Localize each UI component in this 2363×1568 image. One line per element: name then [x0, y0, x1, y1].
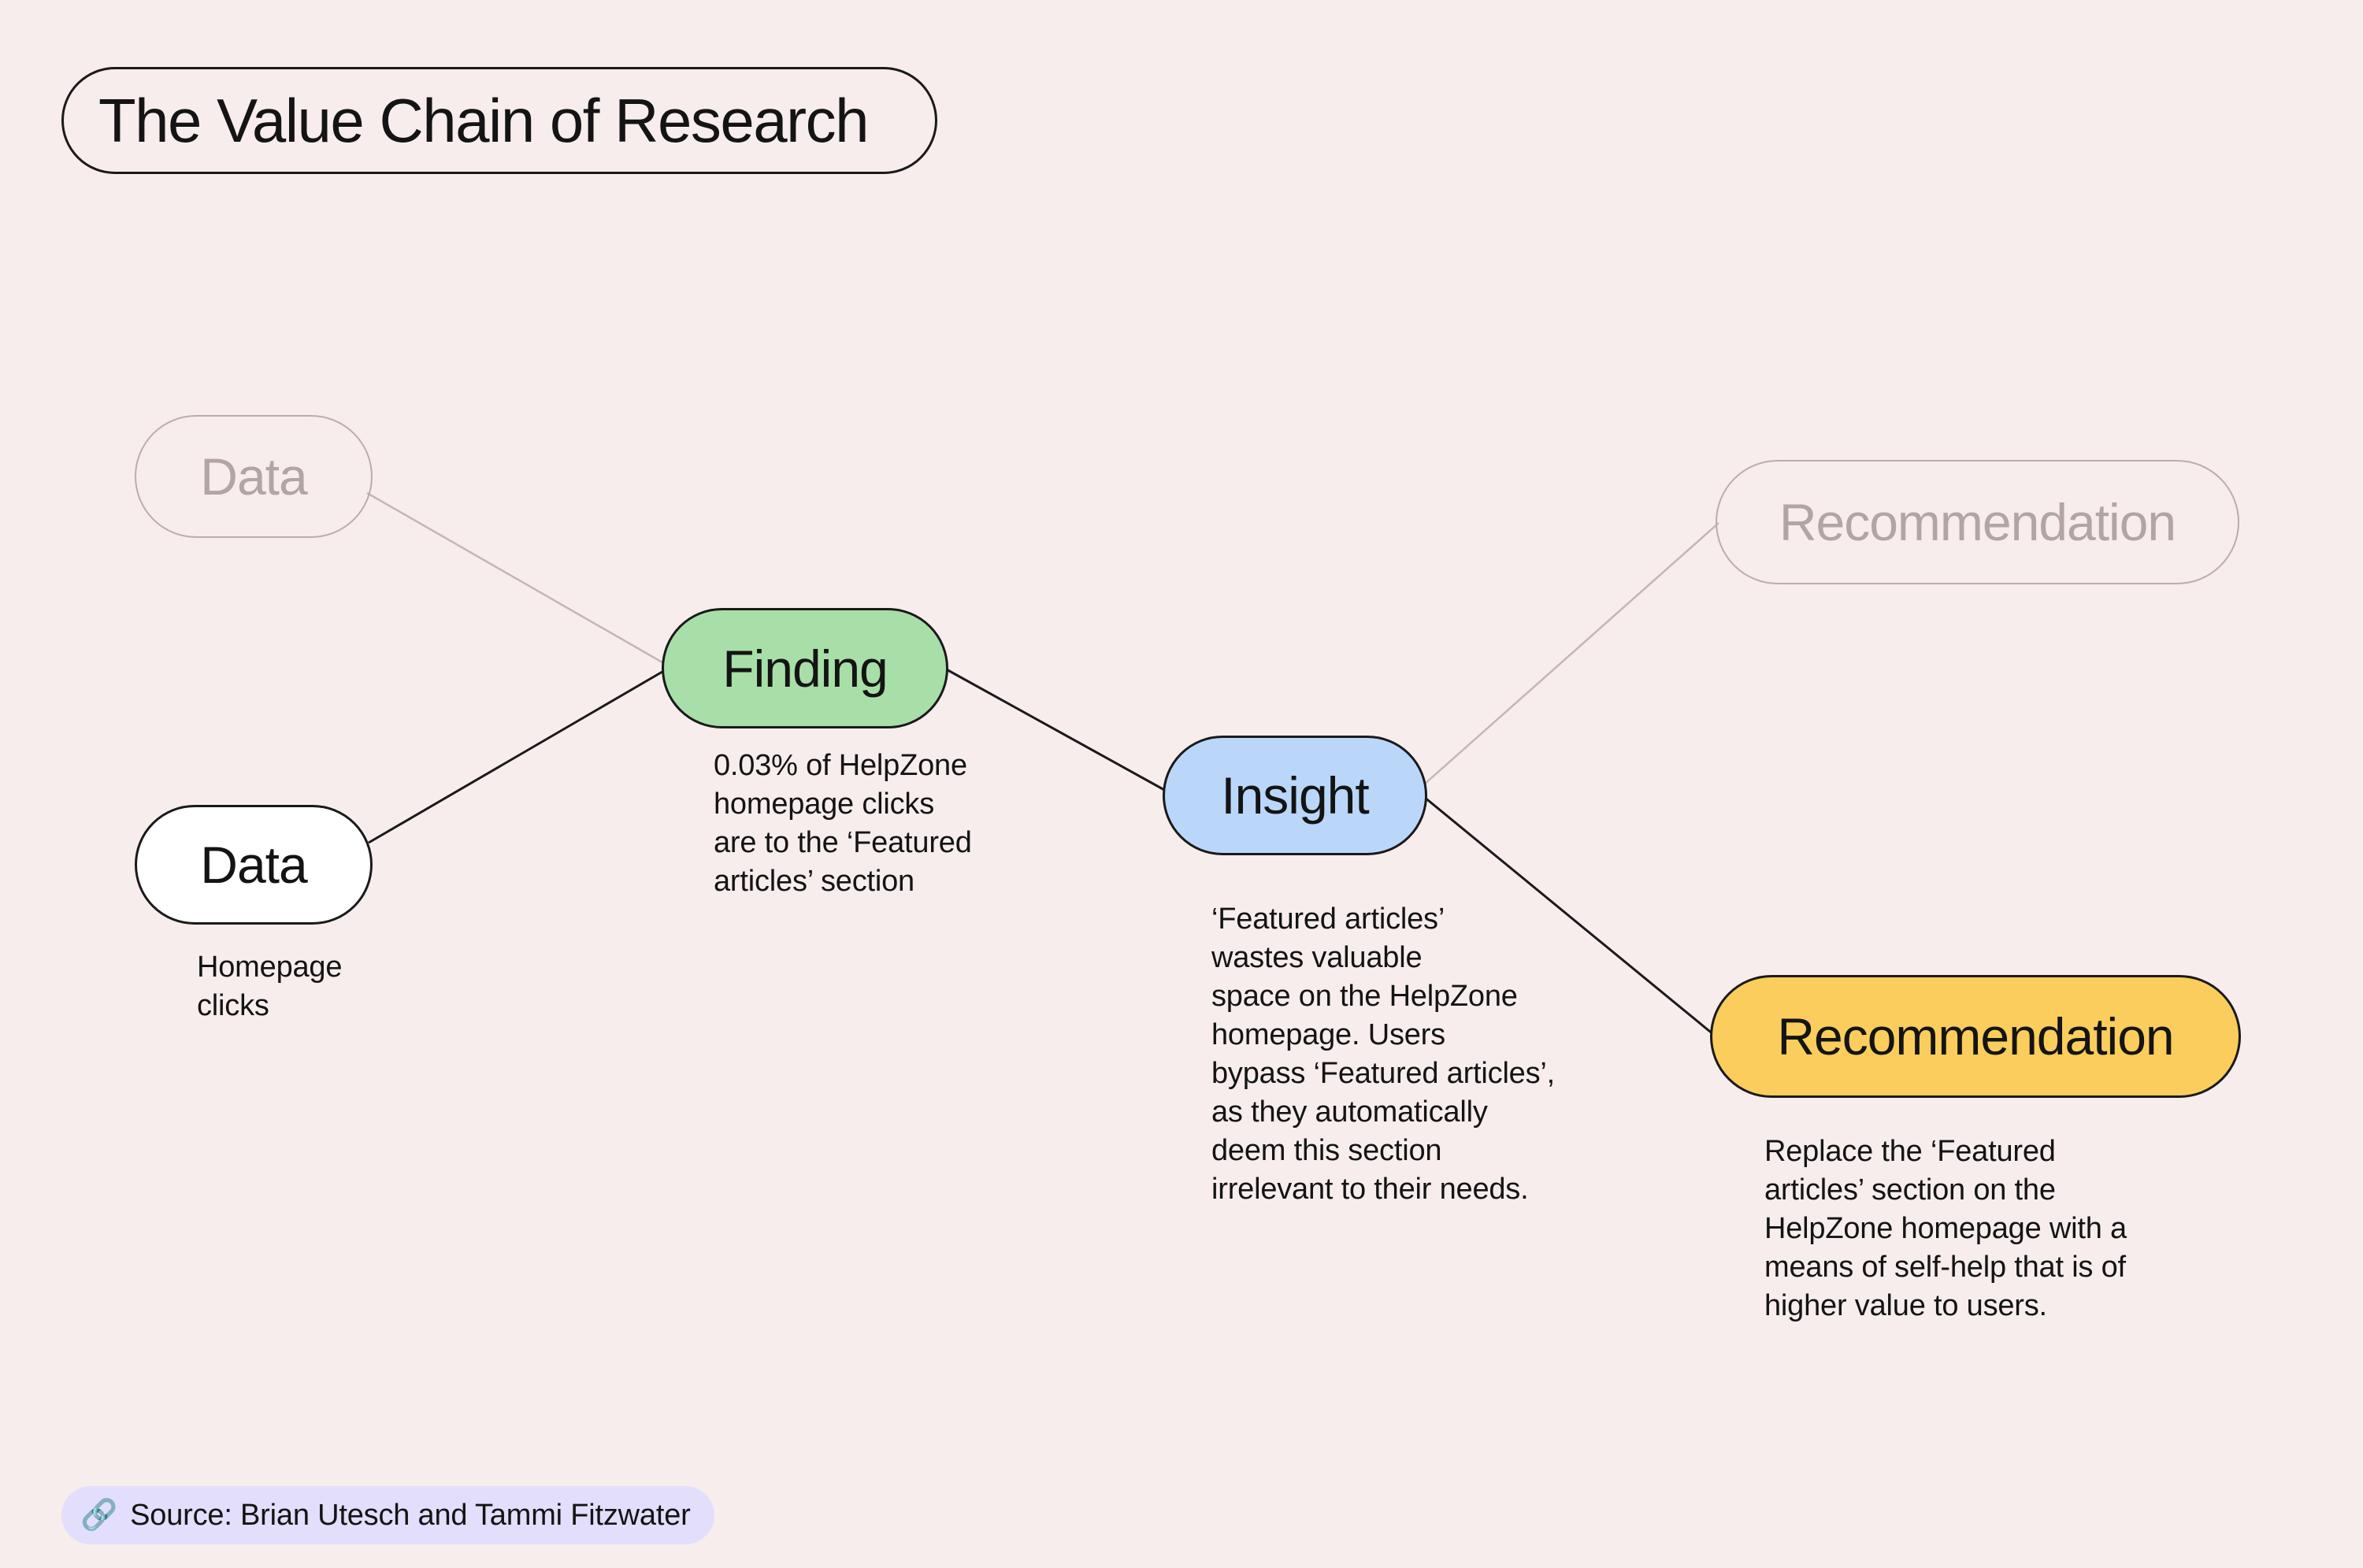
- node-data-caption: Homepage clicks: [197, 951, 343, 1022]
- edge-ghost-data-to-finding: [366, 491, 667, 666]
- node-recommendation: Recommendation: [1710, 975, 2241, 1098]
- edge-insight-to-ghost-recommendation: [1423, 522, 1719, 785]
- edge-finding-to-insight: [943, 666, 1167, 792]
- link-icon: 🔗: [80, 1499, 118, 1532]
- page-title: The Value Chain of Research: [98, 85, 869, 155]
- node-recommendation-ghost: Recommendation: [1716, 460, 2239, 584]
- node-recommendation-ghost-label: Recommendation: [1779, 493, 2176, 551]
- node-insight: Insight: [1163, 736, 1427, 855]
- title-pill: The Value Chain of Research: [61, 67, 937, 174]
- node-data-label: Data: [200, 836, 307, 894]
- edge-data-to-finding: [368, 668, 667, 844]
- node-recommendation-label: Recommendation: [1777, 1007, 2174, 1066]
- source-text: Source: Brian Utesch and Tammi Fitzwater: [130, 1498, 691, 1532]
- edge-insight-to-recommendation: [1423, 795, 1715, 1036]
- node-insight-label: Insight: [1221, 766, 1369, 825]
- node-data-ghost-label: Data: [200, 447, 307, 506]
- node-finding-caption: 0.03% of HelpZone homepage clicks are to…: [714, 749, 972, 898]
- source-chip[interactable]: 🔗 Source: Brian Utesch and Tammi Fitzwat…: [61, 1486, 714, 1544]
- node-insight-caption: ‘Featured articles’ wastes valuable spac…: [1211, 903, 1556, 1206]
- node-finding-label: Finding: [722, 639, 888, 698]
- node-finding: Finding: [662, 608, 948, 728]
- node-data: Data: [135, 805, 373, 925]
- node-recommendation-caption: Replace the ‘Featured articles’ section …: [1764, 1135, 2127, 1322]
- node-data-ghost: Data: [135, 415, 373, 538]
